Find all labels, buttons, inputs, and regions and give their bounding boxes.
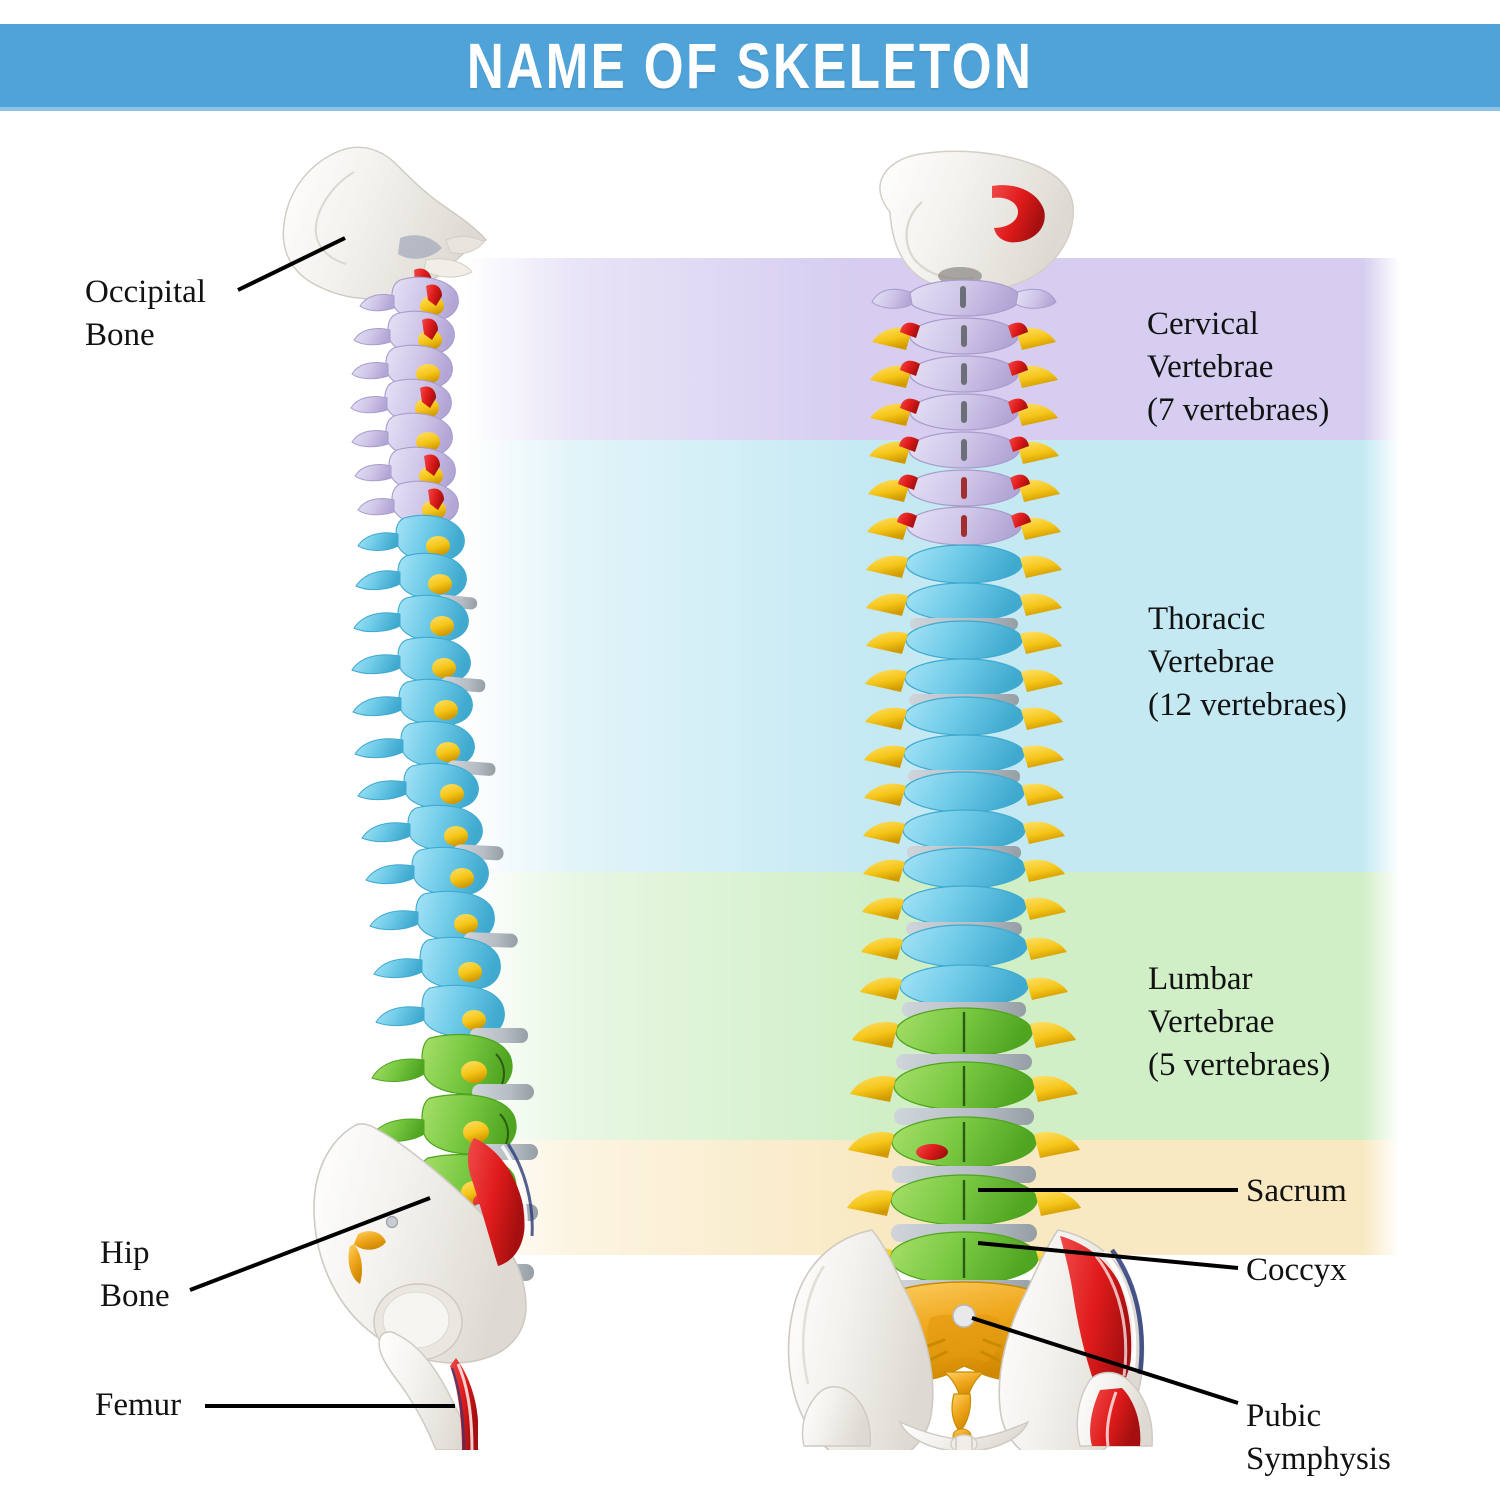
spine-model-lateral-view <box>282 146 538 1450</box>
thoracic-vertebrae-lateral <box>351 514 528 1043</box>
femur-anterior-right <box>1076 1371 1153 1447</box>
femur-anterior-left <box>801 1386 872 1447</box>
label-lumbar-vertebrae: Lumbar Vertebrae (5 vertebraes) <box>1148 961 1331 1083</box>
label-pubic-symphysis: Pubic Symphysis <box>1246 1398 1391 1477</box>
label-femur: Femur <box>95 1387 182 1423</box>
femur-lateral <box>378 1331 480 1450</box>
header-underline <box>0 107 1500 111</box>
label-thoracic-vertebrae: Thoracic Vertebrae (12 vertebraes) <box>1148 601 1347 723</box>
cervical-vertebrae-lateral <box>350 276 459 526</box>
label-cervical-vertebrae: Cervical Vertebrae (7 vertebraes) <box>1147 306 1330 428</box>
hip-bone-lateral <box>313 1123 534 1364</box>
label-sacrum: Sacrum <box>1246 1173 1347 1209</box>
label-hip-bone: Hip Bone <box>100 1235 170 1314</box>
page-title: NAME OF SKELETON <box>466 29 1034 102</box>
header-bar: NAME OF SKELETON <box>0 24 1500 107</box>
cervical-vertebrae-anterior <box>867 279 1061 546</box>
label-coccyx: Coccyx <box>1246 1252 1347 1288</box>
label-occipital-bone: Occipital Bone <box>85 274 206 353</box>
pubic-symphysis-anterior <box>898 1420 1030 1450</box>
occipital-bone-lateral <box>282 146 488 300</box>
